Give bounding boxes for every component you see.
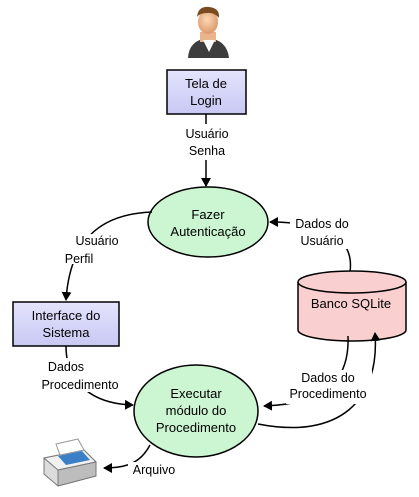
interface-label-line2: Sistema	[43, 325, 91, 340]
edge-db-auth-label1: Dados do	[295, 217, 349, 231]
edge-login-auth-label1: Usuário	[185, 127, 228, 141]
edge-auth-interface-label1: Usuário	[75, 234, 118, 248]
auth-label-line2: Autenticação	[170, 224, 245, 239]
interface-box: Interface do Sistema	[12, 301, 120, 347]
edge-interface-exec-label1: Dados	[48, 360, 84, 374]
login-label-line2: Login	[190, 93, 222, 108]
edge-auth-interface-label2: Perfil	[65, 252, 93, 266]
auth-ellipse: Fazer Autenticação	[147, 186, 269, 258]
edge-db-exec-label2: Procedimento	[289, 387, 366, 401]
edge-exec-printer-label: Arquivo	[133, 463, 175, 477]
exec-ellipse: Executar módulo do Procedimento	[133, 364, 259, 458]
printer-icon	[42, 438, 98, 487]
auth-label-line1: Fazer	[191, 207, 225, 222]
edge-interface-exec-label2: Procedimento	[41, 378, 118, 392]
database-label: Banco SQLite	[311, 296, 391, 311]
exec-label-line1: Executar	[170, 386, 222, 401]
login-label-line1: Tela de	[185, 76, 227, 91]
exec-label-line2: módulo do	[166, 403, 227, 418]
exec-label-line3: Procedimento	[156, 420, 236, 435]
interface-label-line1: Interface do	[32, 308, 101, 323]
edge-db-exec-label1: Dados do	[301, 371, 355, 385]
database-cylinder: Banco SQLite	[297, 270, 407, 342]
login-box: Tela de Login	[166, 69, 247, 115]
user-icon	[188, 6, 229, 58]
edge-login-auth-label2: Senha	[189, 144, 225, 158]
edge-db-auth-label2: Usuário	[300, 234, 343, 248]
edge-exec-db	[257, 332, 381, 429]
